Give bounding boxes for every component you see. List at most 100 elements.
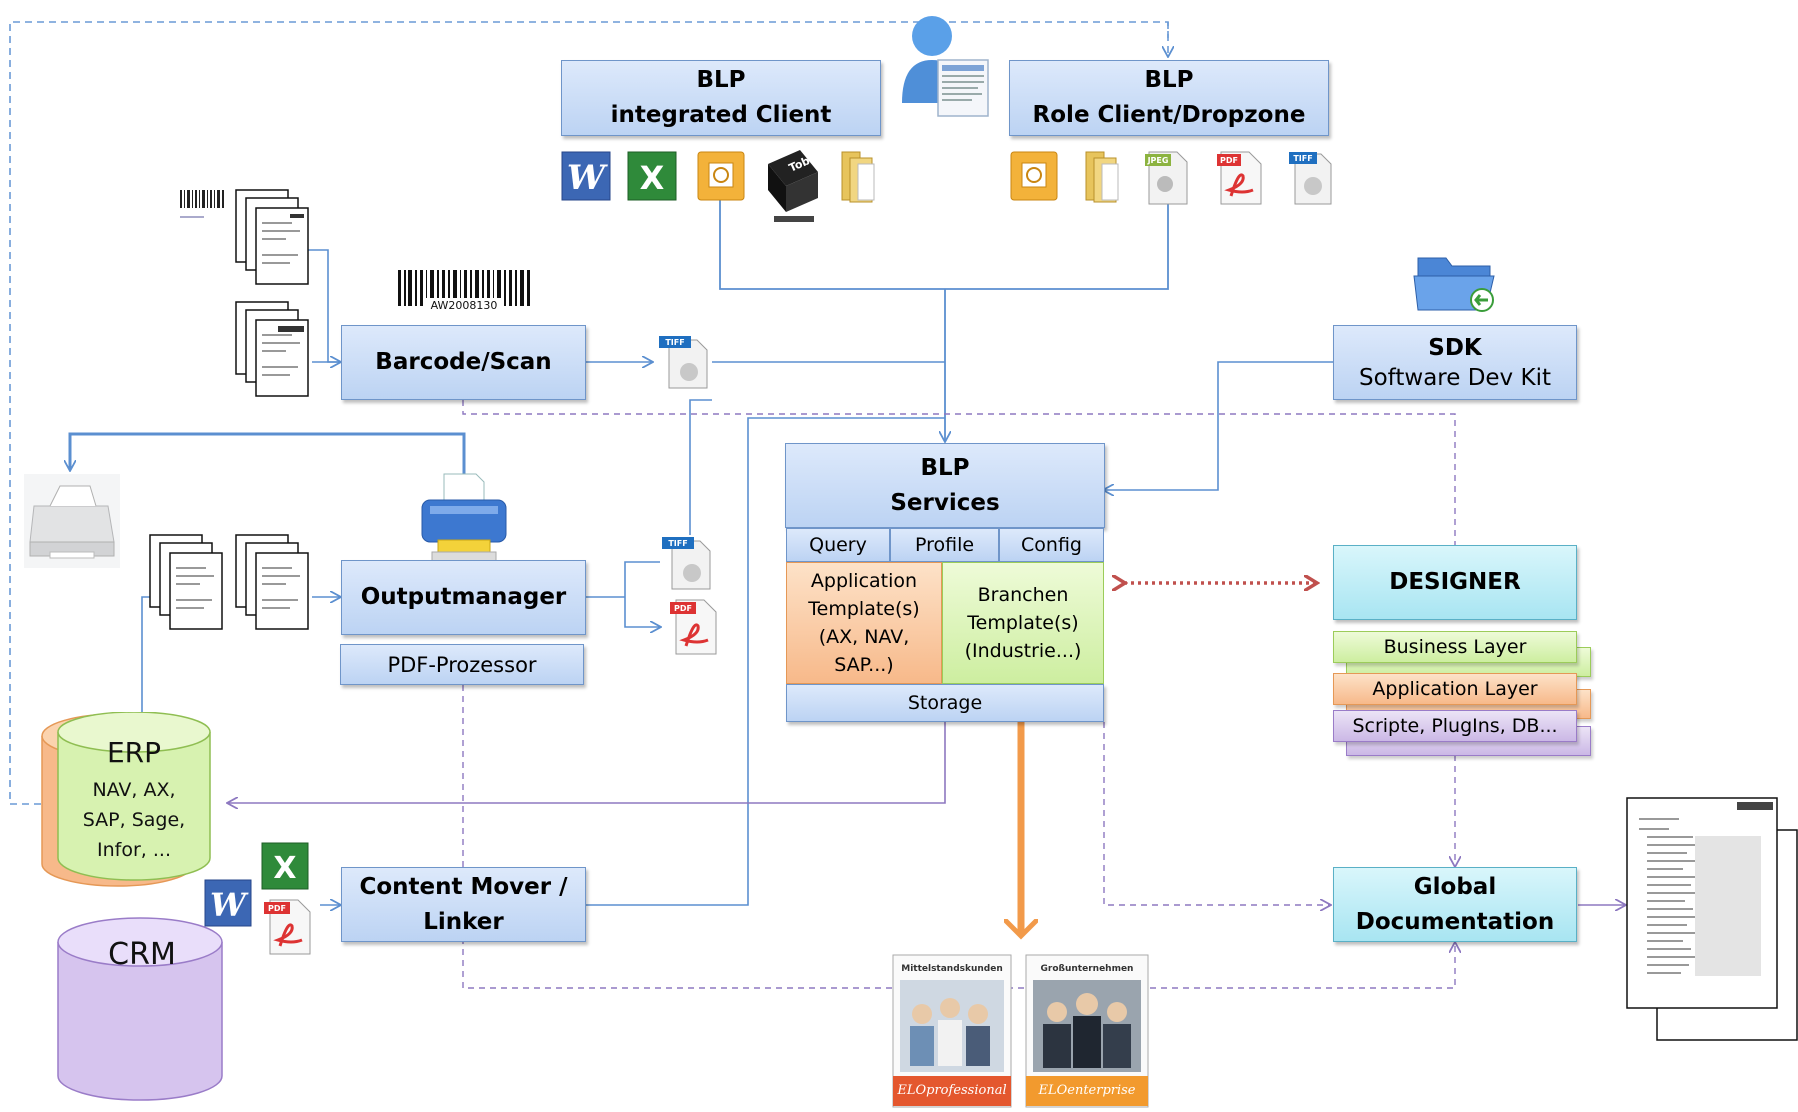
role-client-line1: BLP xyxy=(1144,67,1194,93)
folder-icon xyxy=(836,148,886,204)
designer-box: DESIGNER xyxy=(1333,545,1577,620)
document-stack-icon xyxy=(232,300,312,400)
outputmanager-box: Outputmanager xyxy=(341,560,586,635)
sdk-box: SDK Software Dev Kit xyxy=(1333,325,1577,400)
user-icon xyxy=(900,8,990,118)
outlook-icon xyxy=(1010,151,1058,201)
scripts-layer: Scripte, PlugIns, DB... xyxy=(1333,710,1577,742)
svg-text:W: W xyxy=(210,886,249,924)
svg-text:X: X xyxy=(273,851,296,886)
integrated-client-line1: BLP xyxy=(696,67,746,93)
branchen-template-label: Branchen Template(s) (Industrie...) xyxy=(964,584,1082,662)
documentation-pages-icon xyxy=(1625,796,1798,1046)
outputmanager-label: Outputmanager xyxy=(360,584,567,610)
excel-icon: X xyxy=(627,151,677,201)
brochure-enterprise-brand: ELOenterprise xyxy=(1038,1083,1136,1098)
sdk-line2: Software Dev Kit xyxy=(1359,364,1551,391)
services-tab-profile-label: Profile xyxy=(914,534,975,556)
pdf-file-icon: PDF xyxy=(668,598,720,656)
flow-storage-to-erp xyxy=(228,722,946,803)
services-tab-config[interactable]: Config xyxy=(999,528,1104,562)
svg-text:W: W xyxy=(567,158,608,198)
erp-database-icon xyxy=(38,711,230,900)
tiff-file-icon: TIFF xyxy=(660,535,716,591)
word-icon: W xyxy=(561,151,611,201)
tiff-badge-text: TIFF xyxy=(668,539,687,548)
storage-label: Storage xyxy=(907,692,983,714)
global-documentation-box: Global Documentation xyxy=(1333,867,1577,942)
designer-title: DESIGNER xyxy=(1389,569,1521,595)
brochure-professional-title: Mittelstandskunden xyxy=(901,964,1003,974)
erp-line2: SAP, Sage, xyxy=(82,809,186,831)
excel-icon: X xyxy=(261,842,309,890)
tobit-icon: Tobit xyxy=(760,146,822,224)
content-mover-line2: Linker xyxy=(423,908,504,935)
application-template-cell: Application Template(s) (AX, NAV, SAP...… xyxy=(786,562,942,684)
erp-line1: NAV, AX, xyxy=(92,779,176,801)
global-doc-line1: Global xyxy=(1413,873,1497,900)
dashed-scan-to-designer xyxy=(462,400,1456,545)
brochure-professional-brand: ELOprofessional xyxy=(897,1083,1007,1098)
pdf-badge-text: PDF xyxy=(1220,156,1238,165)
services-tab-query-label: Query xyxy=(809,534,867,556)
business-layer-label: Business Layer xyxy=(1383,636,1527,658)
pdf-badge-text: PDF xyxy=(674,604,692,613)
tiff-file-icon: TIFF xyxy=(657,334,713,390)
pdf-badge-text: PDF xyxy=(268,904,286,913)
global-doc-line2: Documentation xyxy=(1355,908,1555,935)
erp-line3: Infor, ... xyxy=(97,839,171,861)
outlook-icon xyxy=(697,151,745,201)
dashed-loop-role-to-erp xyxy=(9,21,1169,804)
storage-cell: Storage xyxy=(786,684,1104,722)
tiff-file-icon: TIFF xyxy=(1287,150,1335,206)
application-layer-label: Application Layer xyxy=(1372,678,1538,700)
printer-icon xyxy=(418,470,510,566)
sdk-folder-icon xyxy=(1410,248,1500,318)
role-client-line2: Role Client/Dropzone xyxy=(1032,102,1306,128)
folder-icon xyxy=(1080,148,1130,204)
services-line1: BLP xyxy=(920,454,970,481)
application-layer: Application Layer xyxy=(1333,673,1577,705)
brochure-enterprise-title: Großunternehmen xyxy=(1040,964,1134,974)
flow-outputmanager-to-printer xyxy=(70,432,466,490)
pdf-processor-label: PDF-Prozessor xyxy=(387,652,537,677)
content-mover-box: Content Mover / Linker xyxy=(341,867,586,942)
scripts-layer-label: Scripte, PlugIns, DB... xyxy=(1352,715,1558,737)
flow-tiff2-to-barcode-line xyxy=(689,399,712,535)
document-stack-icon xyxy=(146,533,226,633)
brochure-enterprise xyxy=(1025,954,1149,1108)
services-line2: Services xyxy=(890,489,1000,516)
dashed-pdf-to-global xyxy=(462,685,1455,989)
integrated-client-line2: integrated Client xyxy=(610,102,832,128)
sdk-line1: SDK xyxy=(1428,334,1482,361)
jpeg-file-icon: JPEG xyxy=(1143,150,1191,206)
branchen-template-cell: Branchen Template(s) (Industrie...) xyxy=(942,562,1104,684)
printer-icon xyxy=(20,472,124,570)
svg-text:X: X xyxy=(640,159,665,197)
barcode-number: AW2008130 xyxy=(431,299,498,312)
document-stack-icon xyxy=(232,188,312,288)
role-client-box: BLP Role Client/Dropzone xyxy=(1009,60,1329,136)
business-layer: Business Layer xyxy=(1333,631,1577,663)
pdf-file-icon: PDF xyxy=(262,898,314,956)
tiff-badge-text: TIFF xyxy=(1293,154,1312,163)
flow-clients-to-services xyxy=(719,200,1169,441)
services-tab-query[interactable]: Query xyxy=(786,528,890,562)
crm-title: CRM xyxy=(108,937,176,972)
dashed-services-to-global xyxy=(1103,722,1330,905)
flow-contentmover-to-services xyxy=(585,417,945,906)
services-tab-profile[interactable]: Profile xyxy=(890,528,999,562)
flow-sdk-to-services xyxy=(1104,361,1333,490)
barcode-scan-label: Barcode/Scan xyxy=(375,349,552,375)
brochure-professional xyxy=(892,954,1012,1108)
erp-title: ERP xyxy=(106,736,162,769)
application-template-label: Application Template(s) (AX, NAV, SAP...… xyxy=(808,570,920,676)
barcode-icon: AW2008130 xyxy=(396,268,532,320)
jpeg-badge-text: JPEG xyxy=(1147,156,1169,165)
word-icon: W xyxy=(204,879,252,927)
integrated-client-box: BLP integrated Client xyxy=(561,60,881,136)
document-stack-icon xyxy=(232,533,312,633)
crm-database-icon xyxy=(56,916,226,1104)
services-tab-config-label: Config xyxy=(1021,534,1082,556)
